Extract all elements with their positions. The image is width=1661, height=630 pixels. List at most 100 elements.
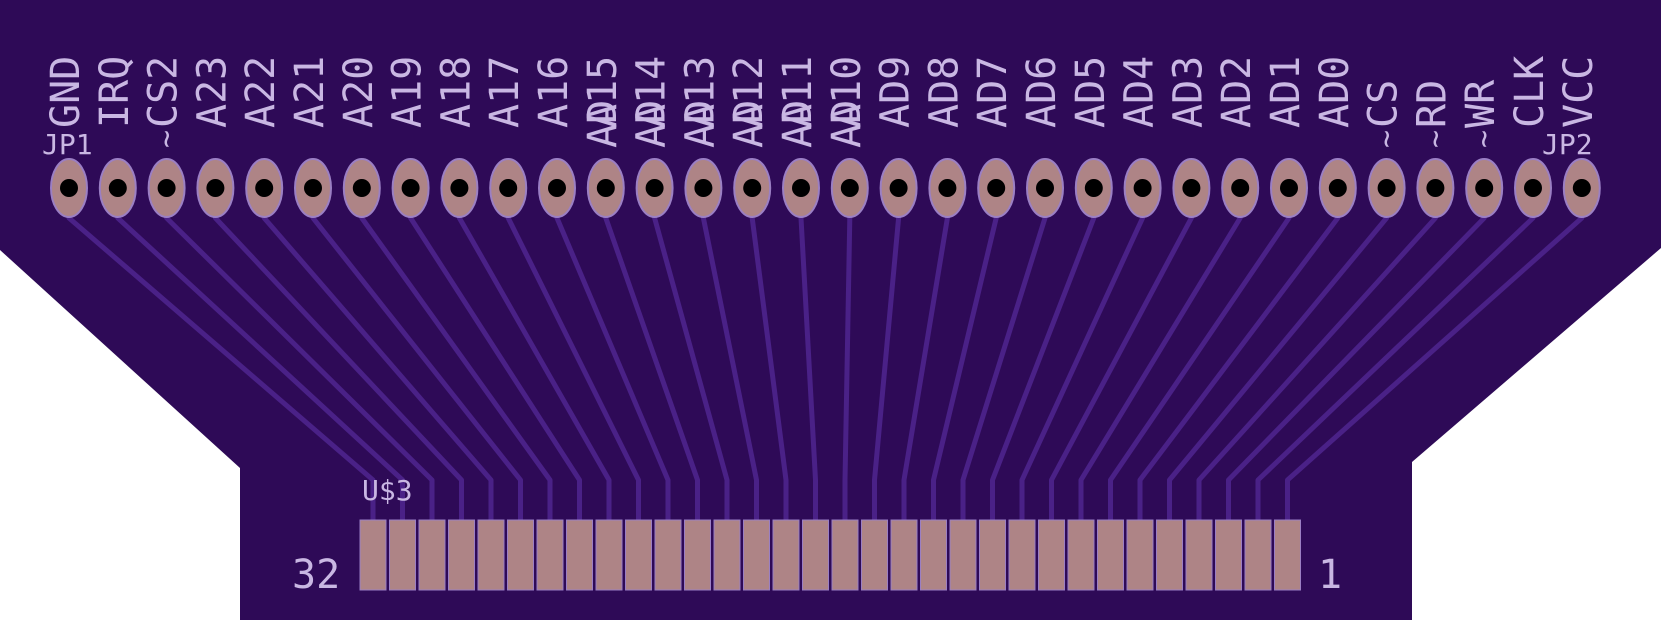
edge-pad <box>1185 519 1213 591</box>
edge-connector-pads <box>359 519 1301 591</box>
pin-label: CS <box>1361 80 1407 128</box>
pin-label-text: A16 <box>531 56 577 128</box>
pin-label: A12 <box>726 56 772 128</box>
pin-label-text: CS2 <box>141 56 187 128</box>
pin-label: A21 <box>287 56 333 128</box>
header-pad-hole <box>1133 179 1152 197</box>
jp2-label: JP2 <box>1542 128 1593 161</box>
header-pad-hole <box>1036 179 1054 197</box>
pin-label-text: A10 <box>824 56 870 128</box>
header-pad-hole <box>548 179 566 197</box>
edge-pad <box>1215 519 1242 591</box>
header-pad-hole <box>1084 179 1103 197</box>
u3-label: U$3 <box>362 474 413 507</box>
pin-label-text: A23 <box>189 56 235 128</box>
pin-label: A13 <box>677 56 723 128</box>
pin-label: AD3 <box>1165 56 1211 128</box>
header-pad-hole <box>987 179 1006 197</box>
pin-label-prefix: ~ <box>1467 130 1502 148</box>
edge-pad <box>1156 519 1183 591</box>
pin-label-prefix: ~ <box>150 130 185 148</box>
pin-label: AD0 <box>1312 56 1358 128</box>
pin-label-text: A11 <box>775 56 821 128</box>
edge-pad <box>1008 519 1036 591</box>
header-pad-hole <box>499 179 518 197</box>
pin-label-text: A19 <box>385 56 431 128</box>
pin-label: AD4 <box>1117 56 1163 128</box>
header-pad-hole <box>792 179 810 197</box>
edge-pad <box>920 519 947 591</box>
pin-label-prefix: AD <box>726 100 772 148</box>
pin-label: A22 <box>238 56 284 128</box>
edge-pad <box>1097 519 1124 591</box>
pin-label-text: AD3 <box>1165 56 1211 128</box>
pin-label: IRQ <box>92 56 138 128</box>
pin-label: AD1 <box>1263 56 1309 128</box>
pin-label: WR <box>1458 79 1504 128</box>
pin-label-text: A18 <box>433 56 479 128</box>
header-pad-hole <box>889 179 908 197</box>
edge-pad <box>713 519 741 591</box>
header-pad-hole <box>1572 179 1591 197</box>
pin-label-text: IRQ <box>92 56 138 128</box>
pin-label: A17 <box>482 56 528 128</box>
pin-label-prefix: AD <box>580 100 626 148</box>
edge-pad <box>1067 519 1095 591</box>
pin-label-text: A22 <box>238 56 284 128</box>
pin-label: A20 <box>336 56 382 128</box>
edge-pad <box>831 519 859 591</box>
pin-label-prefix: ~ <box>1418 130 1453 148</box>
pin-label-text: GND <box>43 56 89 128</box>
pin-label: RD <box>1409 80 1455 128</box>
header-pad-hole <box>1426 179 1445 197</box>
pin-label: VCC <box>1556 56 1602 128</box>
pin-label: AD6 <box>1019 56 1065 128</box>
pin-label-text: A14 <box>629 56 675 128</box>
edge-pad <box>359 519 387 591</box>
header-pad-hole <box>1524 179 1542 197</box>
pin-label-text: WR <box>1458 79 1504 128</box>
header-pad-hole <box>743 179 762 197</box>
pin-label-text: A12 <box>726 56 772 128</box>
header-pad-hole <box>938 179 957 197</box>
edge-pad <box>1274 519 1301 591</box>
pin-label: AD7 <box>970 56 1016 128</box>
edge-pad <box>684 519 711 591</box>
pin-label-text: AD5 <box>1068 56 1114 128</box>
header-pad-hole <box>352 179 371 197</box>
edge-pad <box>418 519 446 591</box>
pin-label: GND <box>43 56 89 128</box>
pin-label: A10 <box>824 56 870 128</box>
header-pad-hole <box>1231 179 1250 197</box>
edge-pad <box>949 519 977 591</box>
edge-pad <box>1244 519 1272 591</box>
pin-label-prefix: AD <box>629 100 675 148</box>
edge-pad <box>654 519 682 591</box>
pin-label-text: RD <box>1409 80 1455 128</box>
header-pad-hole <box>694 179 713 197</box>
header-pad-hole <box>157 179 176 197</box>
header-pad-hole <box>1280 179 1298 197</box>
pin-label: A15 <box>580 56 626 128</box>
edge-pad <box>595 519 623 591</box>
header-pad-hole <box>1475 179 1494 197</box>
edge-pad <box>979 519 1006 591</box>
pin-label: AD8 <box>921 56 967 128</box>
header-pad-hole <box>60 179 78 197</box>
pin-label: AD2 <box>1214 56 1260 128</box>
edge-pad <box>389 519 416 591</box>
pin-label-text: CS <box>1361 80 1407 128</box>
pin-label-text: A17 <box>482 56 528 128</box>
edge-pad <box>1126 519 1154 591</box>
u3-pin-1-label: 1 <box>1318 552 1342 598</box>
header-pad-hole <box>206 179 225 197</box>
pin-label-prefix: AD <box>775 100 821 148</box>
pin-label-prefix: AD <box>824 100 870 148</box>
pin-label: A16 <box>531 56 577 128</box>
pin-label: CS2 <box>141 56 187 128</box>
pin-label-text: AD1 <box>1263 56 1309 128</box>
header-pad-hole <box>1377 179 1396 197</box>
edge-pad <box>625 519 652 591</box>
edge-pad <box>507 519 534 591</box>
edge-pad <box>890 519 918 591</box>
